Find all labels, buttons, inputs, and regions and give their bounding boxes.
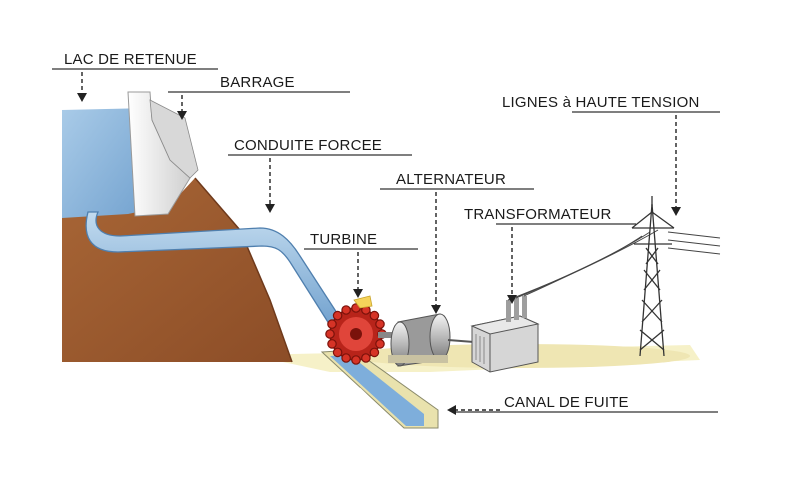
turbine-bucket xyxy=(369,347,380,358)
arrowhead-conduite xyxy=(265,204,275,213)
label-conduite-forcee: CONDUITE FORCEE xyxy=(234,137,382,154)
arrowhead-barrage xyxy=(177,111,187,120)
arrowhead-transformateur xyxy=(507,295,517,304)
tailrace-water xyxy=(330,355,424,426)
tailrace-outflow xyxy=(359,387,399,427)
pylon xyxy=(631,196,675,357)
arrowhead-alternateur xyxy=(431,305,441,314)
alternator-machine xyxy=(388,313,451,367)
label-lac-de-retenue: LAC DE RETENUE xyxy=(64,51,197,68)
dam-back-face xyxy=(149,99,199,179)
alternator-cable xyxy=(447,339,475,343)
turbine-bucket xyxy=(327,339,337,349)
label-lignes-haute-tension: LIGNES à HAUTE TENSION xyxy=(502,94,700,111)
arrowhead-lac xyxy=(77,93,87,102)
label-transformateur: TRANSFORMATEUR xyxy=(464,206,612,223)
turbine-bucket xyxy=(341,305,351,315)
arrowhead-lignes xyxy=(671,207,681,216)
arrowhead-canal xyxy=(447,405,456,415)
turbine-shaft xyxy=(378,332,398,338)
label-barrage: BARRAGE xyxy=(220,74,295,91)
turbine-bucket xyxy=(361,353,371,363)
turbine-bucket xyxy=(325,329,335,339)
turbine-bucket xyxy=(327,319,337,329)
turbine-bucket xyxy=(375,339,385,349)
label-turbine: TURBINE xyxy=(310,231,377,248)
power-lines xyxy=(507,229,721,301)
arrowhead-turbine xyxy=(353,289,363,298)
turbine-wheel xyxy=(325,303,387,365)
turbine-bucket xyxy=(369,310,380,321)
penstock-pipe xyxy=(85,211,349,339)
turbine-bucket xyxy=(332,310,343,321)
turbine-bucket xyxy=(351,355,361,365)
turbine-splash xyxy=(353,295,373,309)
label-canal-de-fuite: CANAL DE FUITE xyxy=(504,394,629,411)
reservoir-water xyxy=(62,108,150,230)
label-alternateur: ALTERNATEUR xyxy=(396,171,506,188)
turbine-bucket xyxy=(341,353,351,363)
earth-edge xyxy=(194,177,293,363)
turbine-bucket xyxy=(375,319,385,329)
transformer-box xyxy=(470,296,540,373)
turbine-bucket xyxy=(332,347,343,358)
